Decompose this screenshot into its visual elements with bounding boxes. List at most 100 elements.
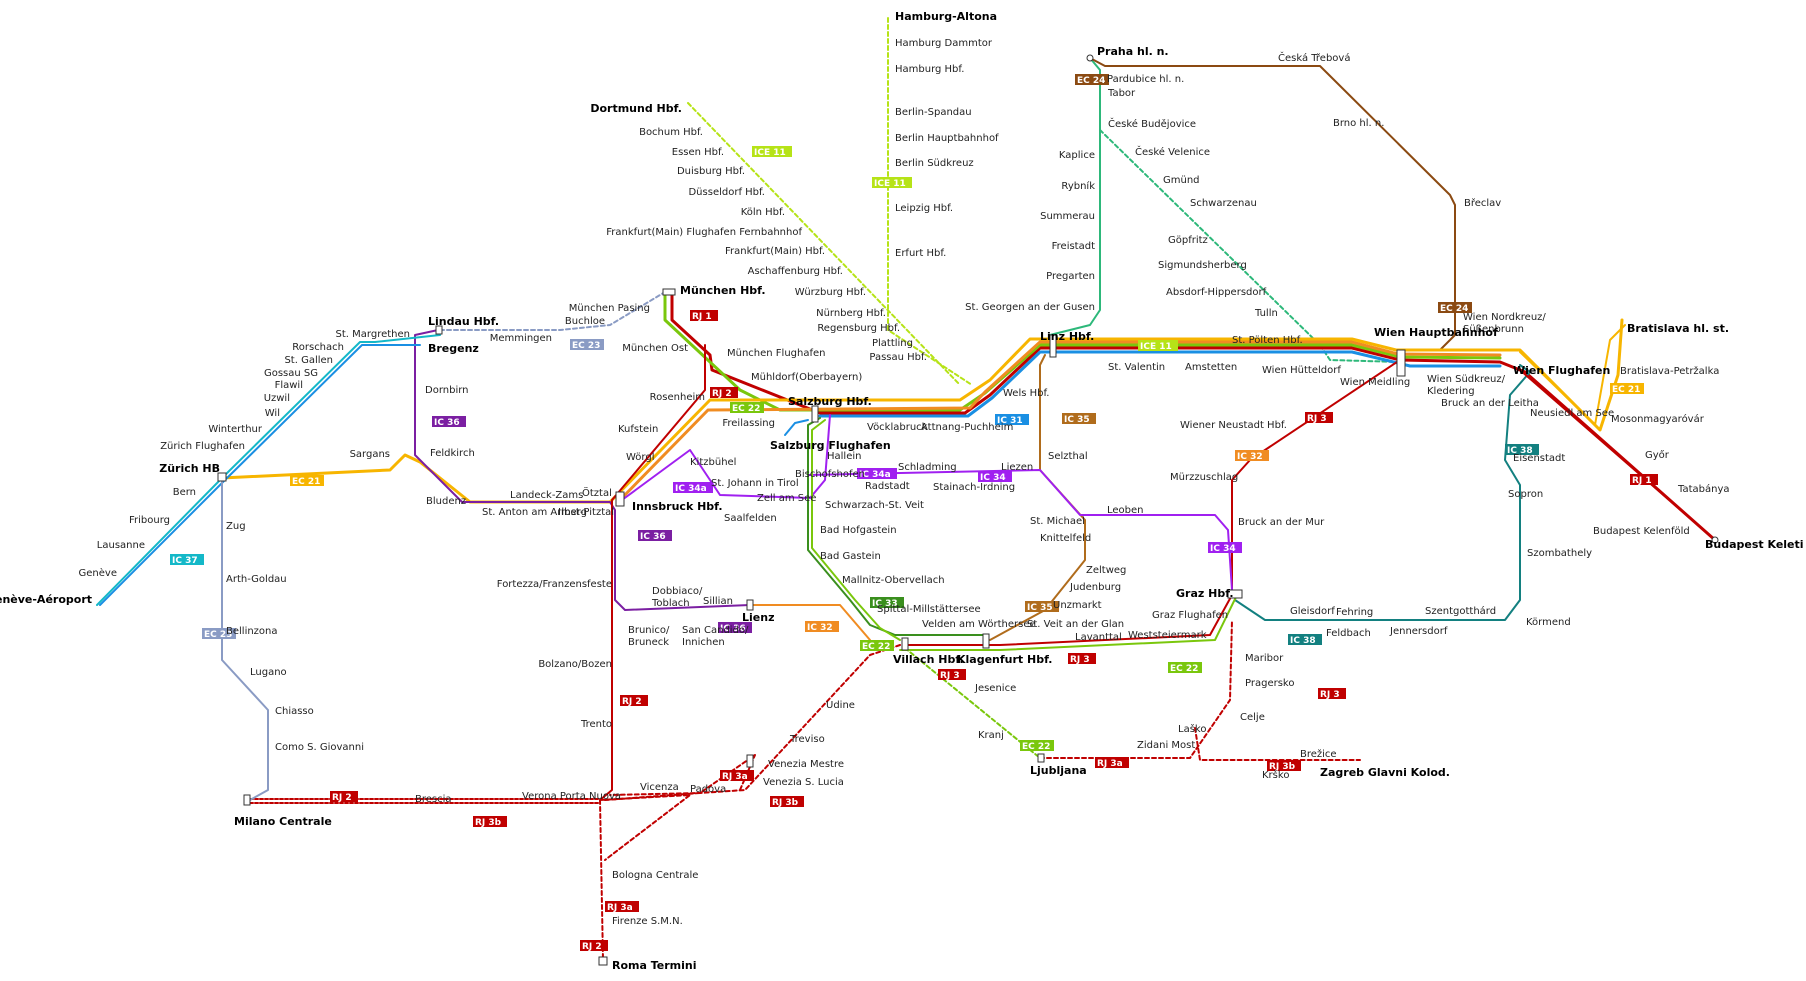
line-rj1-west[interactable]: [670, 290, 1717, 542]
station-label[interactable]: Bad Gastein: [820, 551, 881, 562]
station-marker-praha[interactable]: [1086, 54, 1094, 62]
station-label[interactable]: Summerau: [1040, 211, 1095, 222]
station-label[interactable]: Zidani Most: [1137, 740, 1195, 751]
line-badge[interactable]: RJ 2: [330, 791, 358, 803]
line-ic34a[interactable]: [621, 414, 831, 501]
station-label[interactable]: Liezen: [1001, 462, 1033, 473]
station-label[interactable]: Uzwil: [264, 393, 290, 404]
line-badge[interactable]: IC 32: [1235, 450, 1269, 462]
station-label[interactable]: Berlin Südkreuz: [895, 158, 974, 169]
station-label[interactable]: Passau Hbf.: [869, 352, 927, 363]
station-label[interactable]: Duisburg Hbf.: [677, 166, 745, 177]
line-badge[interactable]: IC 38: [1505, 444, 1539, 456]
line-ic31-flughafen[interactable]: [784, 419, 809, 436]
station-label[interactable]: Szentgotthárd: [1425, 605, 1496, 617]
station-label[interactable]: Graz Hbf.: [1176, 587, 1234, 600]
station-label[interactable]: Česká Třebová: [1278, 51, 1350, 64]
station-label[interactable]: České Velenice: [1135, 145, 1210, 158]
line-badge[interactable]: IC 36: [432, 416, 466, 428]
station-marker-innsbruck[interactable]: [615, 491, 625, 507]
station-label[interactable]: Wien Hauptbahnhof: [1374, 326, 1498, 339]
station-label[interactable]: Bischofshofen: [795, 469, 865, 480]
line-badge[interactable]: EC 22: [1020, 740, 1054, 752]
station-label[interactable]: Mürzzuschlag: [1170, 472, 1238, 483]
station-label[interactable]: Venezia Mestre: [768, 759, 844, 770]
line-badge[interactable]: IC 34: [1208, 542, 1242, 554]
station-label[interactable]: Genève-Aéroport: [0, 593, 92, 606]
station-label[interactable]: Salzburg Flughafen: [770, 439, 891, 452]
station-label[interactable]: Frankfurt(Main) Flughafen Fernbahnhof: [606, 227, 802, 238]
line-badge[interactable]: RJ 1: [1630, 474, 1658, 486]
line-ec22-tauern[interactable]: [811, 419, 901, 641]
line-badge[interactable]: IC 37: [170, 554, 204, 566]
station-label[interactable]: Győr: [1645, 449, 1670, 461]
line-badge[interactable]: IC 34: [978, 471, 1012, 483]
station-label[interactable]: Judenburg: [1069, 582, 1121, 593]
line-badge[interactable]: IC 35: [1025, 601, 1059, 613]
station-label[interactable]: Wörgl: [626, 452, 654, 463]
line-badge[interactable]: RJ 3: [1318, 688, 1346, 700]
station-label[interactable]: Plattling: [872, 338, 913, 349]
station-label[interactable]: Schwarzenau: [1190, 198, 1257, 209]
line-rj3b-zagreb[interactable]: [1194, 727, 1361, 761]
station-label[interactable]: Budapest Keleti pu.: [1705, 538, 1806, 551]
station-label[interactable]: Fehring: [1336, 607, 1373, 618]
station-label[interactable]: Pragersko: [1245, 678, 1294, 689]
station-label[interactable]: Hamburg Hbf.: [895, 64, 964, 75]
station-label[interactable]: Aschaffenburg Hbf.: [748, 266, 843, 277]
station-label[interactable]: Sillian: [703, 596, 733, 607]
station-label[interactable]: Lavanttal: [1075, 632, 1122, 643]
station-marker-budapest[interactable]: [1711, 536, 1719, 544]
station-label[interactable]: Göpfritz: [1168, 235, 1208, 246]
station-label[interactable]: St. Pölten Hbf.: [1232, 335, 1303, 346]
station-label[interactable]: Wien Hütteldorf: [1262, 365, 1341, 376]
station-label[interactable]: Rosenheim: [650, 392, 705, 403]
line-ic37[interactable]: [96, 334, 441, 606]
station-label[interactable]: St. Anton am Arlberg: [482, 507, 587, 518]
station-label[interactable]: Mühldorf(Oberbayern): [751, 372, 862, 383]
station-label[interactable]: St. Michael: [1030, 516, 1085, 527]
line-badge[interactable]: RJ 2: [710, 387, 738, 399]
station-label[interactable]: Berlin Hauptbahnhof: [895, 133, 999, 144]
station-label[interactable]: Laško: [1178, 723, 1206, 735]
station-label[interactable]: Zug: [226, 521, 246, 532]
line-badge[interactable]: IC 34a: [857, 468, 897, 480]
station-marker-salzburg[interactable]: [811, 405, 819, 423]
station-marker-muenchen[interactable]: [662, 288, 676, 296]
station-label[interactable]: Zagreb Glavni Kolod.: [1320, 766, 1450, 779]
station-label[interactable]: Eisenstadt: [1513, 453, 1565, 464]
station-label[interactable]: Maribor: [1245, 653, 1284, 664]
station-label[interactable]: Trento: [580, 719, 612, 730]
station-label[interactable]: Berlin-Spandau: [895, 107, 972, 118]
station-label[interactable]: Wien Meidling: [1340, 377, 1410, 388]
station-label[interactable]: Freistadt: [1052, 241, 1095, 252]
station-label[interactable]: St. Johann in Tirol: [711, 478, 799, 489]
station-label[interactable]: Frankfurt(Main) Hbf.: [725, 246, 825, 257]
station-label[interactable]: Nürnberg Hbf.: [816, 308, 886, 319]
station-label[interactable]: Bellinzona: [226, 626, 278, 637]
line-badge[interactable]: RJ 3b: [770, 796, 804, 808]
station-label[interactable]: Kaplice: [1059, 150, 1095, 161]
station-label[interactable]: Rorschach: [292, 342, 344, 353]
station-label[interactable]: Praha hl. n.: [1097, 45, 1169, 58]
station-label[interactable]: Zürich Flughafen: [160, 441, 245, 452]
station-label[interactable]: Lindau Hbf.: [428, 315, 499, 328]
station-label[interactable]: Bratislava-Petržalka: [1620, 365, 1719, 377]
line-rj3-venezia[interactable]: [609, 644, 901, 796]
station-label[interactable]: Dortmund Hbf.: [590, 102, 682, 115]
station-label[interactable]: Zeltweg: [1086, 565, 1126, 576]
station-label[interactable]: Dobbiaco/Toblach: [651, 586, 703, 609]
station-label[interactable]: Dornbirn: [425, 385, 469, 396]
station-label[interactable]: Köln Hbf.: [741, 207, 785, 218]
station-label[interactable]: St. Margrethen: [336, 329, 410, 340]
station-label[interactable]: Fortezza/Franzensfeste: [497, 579, 612, 590]
station-label[interactable]: St. Gallen: [284, 355, 333, 366]
station-marker-linz[interactable]: [1049, 334, 1057, 358]
station-label[interactable]: Kufstein: [618, 424, 658, 435]
station-marker-lienz[interactable]: [746, 599, 754, 611]
station-label[interactable]: Bochum Hbf.: [639, 127, 703, 138]
station-label[interactable]: Vöcklabruck: [867, 422, 928, 433]
line-ic34[interactable]: [807, 469, 1233, 591]
station-label[interactable]: Budapest Kelenföld: [1593, 526, 1690, 537]
station-label[interactable]: Wien Flughafen: [1513, 364, 1610, 377]
